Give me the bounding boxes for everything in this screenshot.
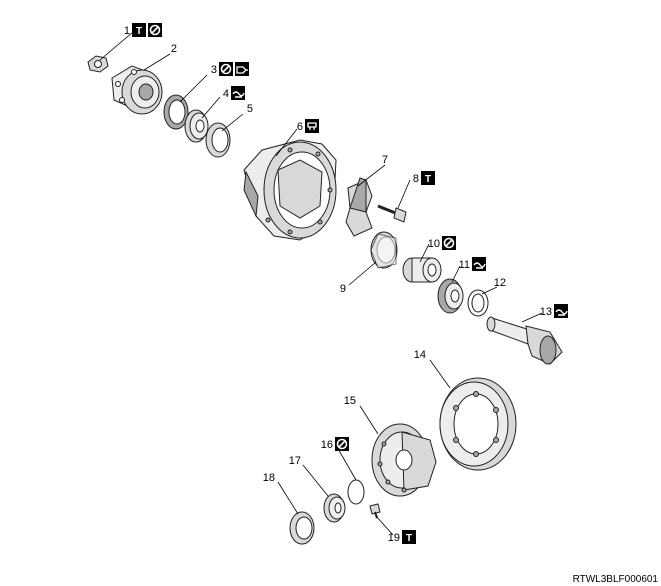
callout-number: 7 xyxy=(382,154,388,166)
callout-7: 7 xyxy=(382,154,388,166)
part-5-bearing-race xyxy=(205,122,231,158)
oil-icon xyxy=(231,86,245,100)
part-13-drive-pinion xyxy=(486,316,563,365)
part-19-bolt xyxy=(369,503,381,519)
torque-icon: T xyxy=(402,530,416,544)
part-6-differential-carrier xyxy=(243,139,337,241)
part-7-bearing-cap xyxy=(345,177,373,237)
callout-15: 15 xyxy=(344,395,356,407)
svg-text:T: T xyxy=(425,174,431,185)
oil-icon xyxy=(472,257,486,271)
callout-number: 13 xyxy=(540,306,552,318)
svg-text:T: T xyxy=(136,26,142,37)
no-reuse-icon xyxy=(148,23,162,37)
part-14-ring-gear xyxy=(439,377,517,471)
callout-2: 2 xyxy=(171,43,177,55)
callout-number: 17 xyxy=(289,455,301,467)
part-10-collapsible-spacer xyxy=(402,257,442,283)
callout-number: 2 xyxy=(171,43,177,55)
callout-17: 17 xyxy=(289,455,301,467)
part-9-bearing-race xyxy=(370,231,398,269)
document-code: RTWL3BLF000601 xyxy=(573,574,659,585)
callout-14: 14 xyxy=(414,349,426,361)
part-12-shim xyxy=(467,289,489,317)
callout-number: 12 xyxy=(494,277,506,289)
callout-5: 5 xyxy=(247,103,253,115)
callout-12: 12 xyxy=(494,277,506,289)
callout-13: 13 xyxy=(540,304,568,318)
no-reuse-icon xyxy=(219,62,233,76)
callout-number: 5 xyxy=(247,103,253,115)
callout-number: 1 xyxy=(124,25,130,37)
leader-lines xyxy=(99,31,543,536)
callout-11: 11 xyxy=(459,257,486,271)
callout-number: 14 xyxy=(414,349,426,361)
part-18-bearing-race xyxy=(289,511,315,545)
callout-number: 19 xyxy=(388,532,400,544)
part-17-bearing xyxy=(323,493,346,523)
no-reuse-icon xyxy=(442,236,456,250)
callout-4: 4 xyxy=(223,86,245,100)
callout-number: 10 xyxy=(428,238,440,250)
svg-text:T: T xyxy=(406,533,412,544)
part-4-bearing xyxy=(184,109,209,143)
callout-number: 6 xyxy=(297,121,303,133)
part-8-bolt xyxy=(377,204,407,223)
part-16-snap-ring xyxy=(347,479,365,505)
callout-3: 3 xyxy=(211,62,249,76)
callout-number: 8 xyxy=(413,173,419,185)
callout-18: 18 xyxy=(263,472,275,484)
callout-10: 10 xyxy=(428,236,456,250)
callout-number: 15 xyxy=(344,395,356,407)
grease-icon xyxy=(235,62,249,76)
callout-number: 18 xyxy=(263,472,275,484)
oil-icon xyxy=(554,304,568,318)
torque-icon: T xyxy=(132,23,146,37)
callout-9: 9 xyxy=(340,283,346,295)
part-11-bearing xyxy=(437,278,464,314)
part-15-differential-case xyxy=(371,423,437,497)
callout-19: 19 T xyxy=(388,530,416,544)
sealant-icon xyxy=(305,119,319,133)
callout-6: 6 xyxy=(297,119,319,133)
callout-number: 9 xyxy=(340,283,346,295)
callout-number: 4 xyxy=(223,88,229,100)
part-1-flange-nut xyxy=(87,55,109,73)
part-2-companion-flange xyxy=(111,65,163,115)
callout-number: 11 xyxy=(459,259,470,271)
callout-number: 3 xyxy=(211,64,217,76)
callout-number: 16 xyxy=(321,439,333,451)
part-3-oil-seal xyxy=(163,94,189,130)
torque-icon: T xyxy=(421,171,435,185)
callout-16: 16 xyxy=(321,437,349,451)
no-reuse-icon xyxy=(335,437,349,451)
